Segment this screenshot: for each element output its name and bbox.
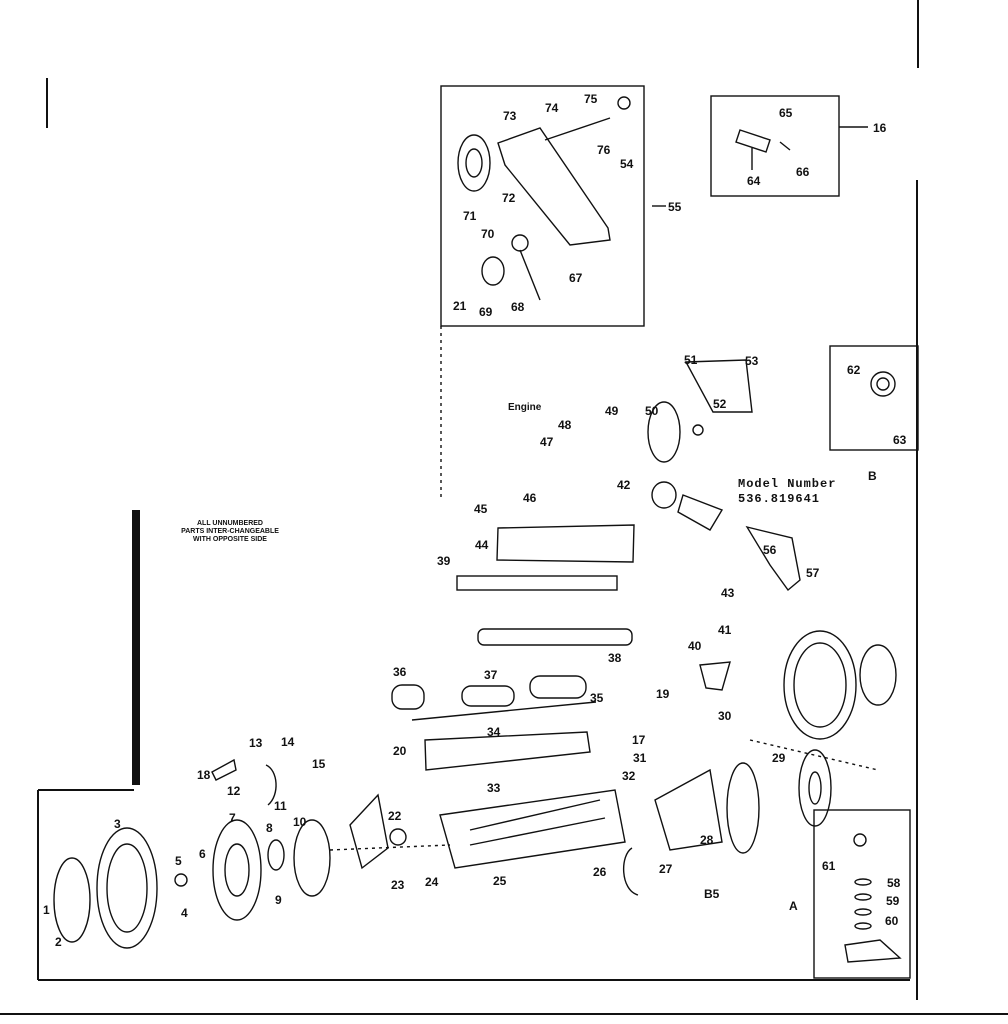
callout-69: 69	[479, 305, 493, 319]
inset-box-a	[813, 809, 911, 979]
callout-32: 32	[622, 769, 636, 783]
callout-15: 15	[312, 757, 326, 771]
callout-26: 26	[593, 865, 607, 879]
callout-47: 47	[540, 435, 554, 449]
callout-7: 7	[229, 811, 236, 825]
model-number-value: 536.819641	[738, 492, 821, 506]
callout-51: 51	[684, 353, 698, 367]
callout-28: 28	[700, 833, 714, 847]
callout-36: 36	[393, 665, 407, 679]
callout-9: 9	[275, 893, 282, 907]
inset-box-b	[829, 345, 919, 451]
callout-57: 57	[806, 566, 820, 580]
callout-61: 61	[822, 859, 836, 873]
callout-11: 11	[274, 799, 287, 813]
callout-48: 48	[558, 418, 572, 432]
callout-17: 17	[632, 733, 646, 747]
callout-73: 73	[503, 109, 517, 123]
callout-49: 49	[605, 404, 619, 418]
callout-21: 21	[453, 299, 467, 313]
callout-38: 38	[608, 651, 622, 665]
callout-24: 24	[425, 875, 439, 889]
callout-39: 39	[437, 554, 451, 568]
callout-22: 22	[388, 809, 402, 823]
model-number-label: Model Number	[738, 477, 837, 491]
callout-1: 1	[43, 903, 50, 917]
callout-10: 10	[293, 815, 307, 829]
callout-3: 3	[114, 817, 121, 831]
callout-74: 74	[545, 101, 559, 115]
callout-25: 25	[493, 874, 507, 888]
callout-27: 27	[659, 862, 673, 876]
callout-42: 42	[617, 478, 631, 492]
view-a-label: A	[789, 899, 798, 913]
callout-40: 40	[688, 639, 702, 653]
engine-label: Engine	[508, 402, 542, 413]
inset-box-handle-assembly	[440, 85, 645, 327]
callout-13: 13	[249, 736, 263, 750]
callout-2: 2	[55, 935, 62, 949]
callout-62: 62	[847, 363, 861, 377]
callout-70: 70	[481, 227, 495, 241]
callout-50: 50	[645, 404, 659, 418]
callout-37: 37	[484, 668, 498, 682]
callout-54: 54	[620, 157, 634, 171]
callout-72: 72	[502, 191, 516, 205]
callout-56: 56	[763, 543, 777, 557]
callout-55: 55	[668, 200, 682, 214]
callout-75: 75	[584, 92, 598, 106]
callout-23: 23	[391, 878, 405, 892]
callout-45: 45	[474, 502, 488, 516]
callout-19: 19	[656, 687, 670, 701]
callout-18: 18	[197, 768, 211, 782]
callout-29: 29	[772, 751, 786, 765]
callout-35: 35	[590, 691, 604, 705]
callout-12: 12	[227, 784, 241, 798]
callout-59: 59	[886, 894, 900, 908]
callout-53: 53	[745, 354, 759, 368]
callout-30: 30	[718, 709, 732, 723]
callout-5: 5	[175, 854, 182, 868]
callout-4: 4	[181, 906, 188, 920]
callout-58: 58	[887, 876, 901, 890]
view-b-label: B	[868, 469, 877, 483]
interchangeable-parts-note: ALL UNNUMBERED PARTS INTER-CHANGEABLE WI…	[181, 520, 279, 543]
callout-33: 33	[487, 781, 501, 795]
callout-66: 66	[796, 165, 810, 179]
callout-43: 43	[721, 586, 735, 600]
callout-34: 34	[487, 725, 501, 739]
callout-16: 16	[873, 121, 887, 135]
page-code: B5	[704, 887, 720, 901]
callout-14: 14	[281, 735, 295, 749]
inset-box-16	[710, 95, 840, 197]
callout-65: 65	[779, 106, 793, 120]
callout-20: 20	[393, 744, 407, 758]
callout-52: 52	[713, 397, 727, 411]
callout-76: 76	[597, 143, 611, 157]
callout-60: 60	[885, 914, 899, 928]
callout-8: 8	[266, 821, 273, 835]
callout-67: 67	[569, 271, 583, 285]
callout-46: 46	[523, 491, 537, 505]
callout-41: 41	[718, 623, 732, 637]
callout-31: 31	[633, 751, 647, 765]
callout-71: 71	[463, 209, 477, 223]
callout-63: 63	[893, 433, 907, 447]
callout-6: 6	[199, 847, 206, 861]
callout-68: 68	[511, 300, 525, 314]
callout-44: 44	[475, 538, 489, 552]
callout-64: 64	[747, 174, 761, 188]
